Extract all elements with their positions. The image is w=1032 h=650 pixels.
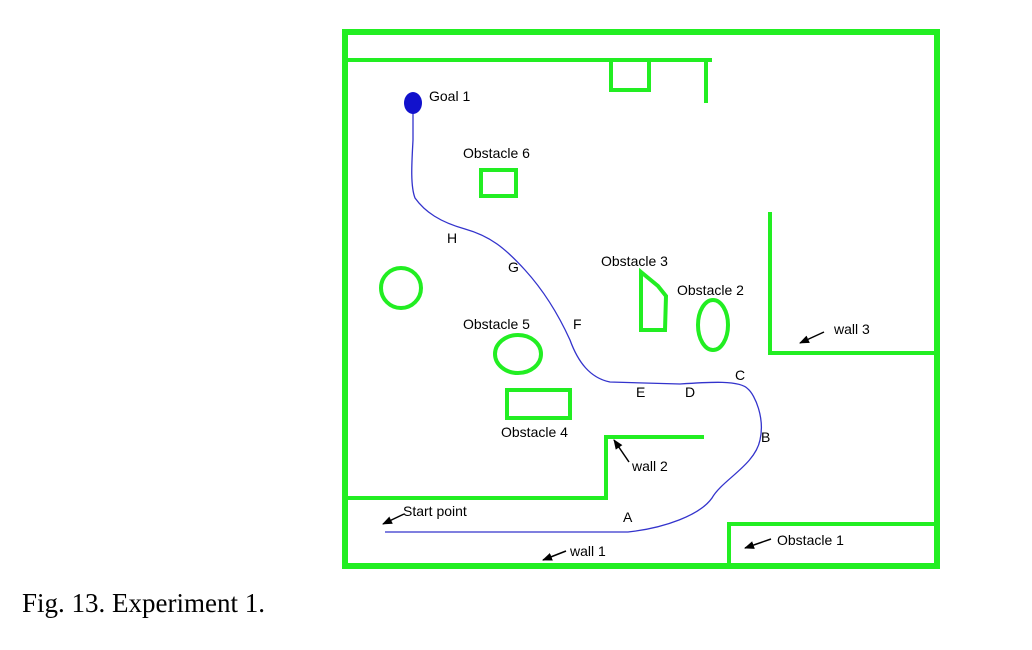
obstacle-1-label: Obstacle 1 xyxy=(777,532,844,548)
robot-path xyxy=(385,105,762,533)
obstacle-4 xyxy=(505,388,572,420)
top-wall-notch xyxy=(609,58,651,92)
wall-2-arrow xyxy=(613,439,630,463)
wall-3-arrow xyxy=(799,331,825,344)
waypoint-label: H xyxy=(447,230,457,246)
start-point-label: Start point xyxy=(403,503,467,519)
walls xyxy=(342,29,940,569)
start-point-arrow xyxy=(382,513,405,525)
waypoint-label: A xyxy=(623,509,633,525)
wall-2-label: wall 2 xyxy=(631,458,668,474)
goal-label: Goal 1 xyxy=(429,88,470,104)
obstacle-6 xyxy=(479,168,518,198)
wall-1-arrow xyxy=(542,550,567,561)
obstacle-5 xyxy=(493,333,543,375)
waypoint-label: B xyxy=(761,429,770,445)
waypoint-label: E xyxy=(636,384,645,400)
obstacle-5-label: Obstacle 5 xyxy=(463,316,530,332)
waypoint-label: F xyxy=(573,316,582,332)
obstacle-3-label: Obstacle 3 xyxy=(601,253,668,269)
waypoint-label: C xyxy=(735,367,745,383)
outer-boundary xyxy=(342,29,940,569)
arrows xyxy=(382,331,825,561)
wall-3 xyxy=(768,212,937,355)
wall-1-label: wall 1 xyxy=(569,543,606,559)
obstacle-1 xyxy=(727,522,937,566)
wall-3-label: wall 3 xyxy=(833,321,870,337)
obstacle-4-label: Obstacle 4 xyxy=(501,424,568,440)
waypoint-label: G xyxy=(508,259,519,275)
goal-marker xyxy=(404,92,422,114)
wall-2 xyxy=(604,435,704,498)
left-circle-obstacle xyxy=(379,266,423,310)
obstacle-6-label: Obstacle 6 xyxy=(463,145,530,161)
obstacle-3 xyxy=(639,267,669,332)
figure-caption: Fig. 13. Experiment 1. xyxy=(22,588,265,618)
obstacle-1-arrow xyxy=(744,538,772,549)
waypoint-label: D xyxy=(685,384,695,400)
obstacle-2-label: Obstacle 2 xyxy=(677,282,744,298)
obstacle-2 xyxy=(696,298,730,352)
